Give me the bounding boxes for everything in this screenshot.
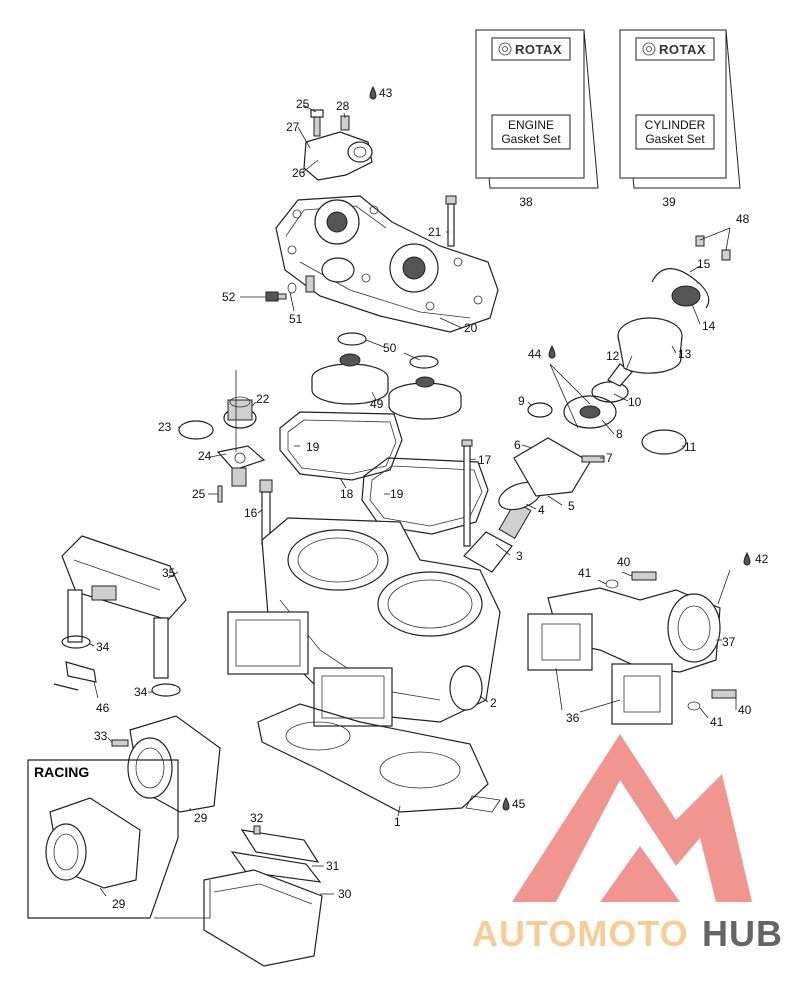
callout-39: 39 — [662, 195, 676, 209]
callout-35: 35 — [162, 566, 176, 580]
rotax-logo-icon — [642, 42, 656, 56]
lubricant-drop-icons — [369, 85, 751, 811]
callout-7: 7 — [606, 451, 613, 465]
callout-23: 23 — [158, 420, 172, 434]
water-outlet-housing — [303, 109, 373, 181]
callout-41: 41 — [710, 715, 724, 729]
leader-lines — [89, 104, 737, 919]
head-bolt — [445, 195, 457, 247]
automotohub-watermark: AUTOMOTO HUB — [472, 734, 783, 954]
callout-51: 51 — [289, 312, 303, 326]
callout-12: 12 — [606, 349, 620, 363]
callout-18: 18 — [340, 487, 354, 501]
callout-1: 1 — [394, 815, 401, 829]
callout-33: 33 — [94, 729, 108, 743]
cylinder-stud-17 — [461, 439, 473, 547]
kit-subtitle: Gasket Set — [501, 132, 561, 146]
callout-29: 29 — [194, 811, 208, 825]
kit-brand: ROTAX — [659, 42, 706, 57]
part-callouts: 38 39 25 28 43 27 26 21 48 15 52 51 20 1… — [94, 86, 769, 911]
racing-option-box: RACING — [27, 759, 179, 919]
callout-13: 13 — [678, 347, 692, 361]
callout-41: 41 — [578, 566, 592, 580]
callout-36: 36 — [566, 711, 580, 725]
callout-10: 10 — [628, 395, 642, 409]
callout-28: 28 — [336, 99, 350, 113]
cylinder-stud-16 — [259, 479, 273, 545]
o-rings-50 — [337, 332, 439, 369]
watermark-logo-icon — [512, 734, 752, 902]
callout-25: 25 — [192, 487, 206, 501]
callout-20: 20 — [464, 321, 478, 335]
callout-15: 15 — [697, 257, 711, 271]
callout-42: 42 — [755, 552, 769, 566]
cylinder-block — [227, 517, 501, 727]
callout-11: 11 — [684, 440, 697, 454]
callout-19: 19 — [390, 487, 404, 501]
reed-valve-assembly — [203, 825, 323, 967]
kit-subtitle: Gasket Set — [645, 132, 705, 146]
callout-3: 3 — [516, 549, 523, 563]
callout-8: 8 — [616, 427, 623, 441]
callout-43: 43 — [379, 86, 393, 100]
callout-25: 25 — [296, 97, 310, 111]
callout-22: 22 — [256, 392, 270, 406]
racing-label: RACING — [34, 764, 89, 780]
cylinder-gasket-kit: ROTAX CYLINDER Gasket Set — [619, 29, 741, 189]
engine-gasket-kit: ROTAX ENGINE Gasket Set — [475, 29, 599, 189]
callout-40: 40 — [738, 703, 752, 717]
callout-21: 21 — [428, 225, 442, 239]
kit-title: CYLINDER — [645, 118, 706, 132]
callout-6: 6 — [514, 438, 521, 452]
temperature-sensor — [265, 282, 297, 302]
carburetor-adaptor — [111, 715, 221, 813]
callout-34: 34 — [134, 685, 148, 699]
callout-45: 45 — [512, 797, 526, 811]
callout-14: 14 — [702, 319, 716, 333]
head-gasket-18 — [279, 411, 403, 481]
callout-48: 48 — [736, 212, 750, 226]
watermark-text-2: HUB — [702, 913, 783, 954]
callout-49: 49 — [370, 397, 384, 411]
callout-50: 50 — [383, 341, 397, 355]
callout-37: 37 — [722, 635, 736, 649]
base-gasket — [257, 703, 489, 813]
callout-5: 5 — [568, 499, 575, 513]
callout-16: 16 — [244, 506, 258, 520]
air-silencer — [53, 535, 187, 697]
callout-44: 44 — [528, 347, 542, 361]
watermark-text-1: AUTOMOTO — [472, 913, 689, 954]
callout-30: 30 — [338, 887, 352, 901]
callout-32: 32 — [250, 811, 264, 825]
callout-52: 52 — [222, 290, 236, 304]
callout-29: 29 — [112, 897, 126, 911]
rotax-logo-icon — [498, 42, 512, 56]
kit-brand: ROTAX — [515, 42, 562, 57]
callout-31: 31 — [326, 859, 340, 873]
callout-9: 9 — [518, 394, 525, 408]
callout-17: 17 — [478, 453, 492, 467]
callout-4: 4 — [538, 503, 545, 517]
callout-27: 27 — [286, 120, 300, 134]
callout-40: 40 — [617, 555, 631, 569]
callout-26: 26 — [292, 166, 306, 180]
callout-19: 19 — [306, 440, 320, 454]
rotary-valve-parts — [463, 235, 731, 573]
exhaust-manifold — [527, 571, 737, 725]
callout-2: 2 — [490, 696, 497, 710]
callout-24: 24 — [198, 449, 212, 463]
callout-46: 46 — [96, 701, 110, 715]
kit-title: ENGINE — [508, 118, 554, 132]
cylinder-head — [275, 195, 499, 333]
callout-34: 34 — [96, 640, 110, 654]
combustion-chamber-domes — [311, 353, 462, 420]
thermostat-assembly — [178, 370, 266, 503]
callout-38: 38 — [519, 195, 533, 209]
